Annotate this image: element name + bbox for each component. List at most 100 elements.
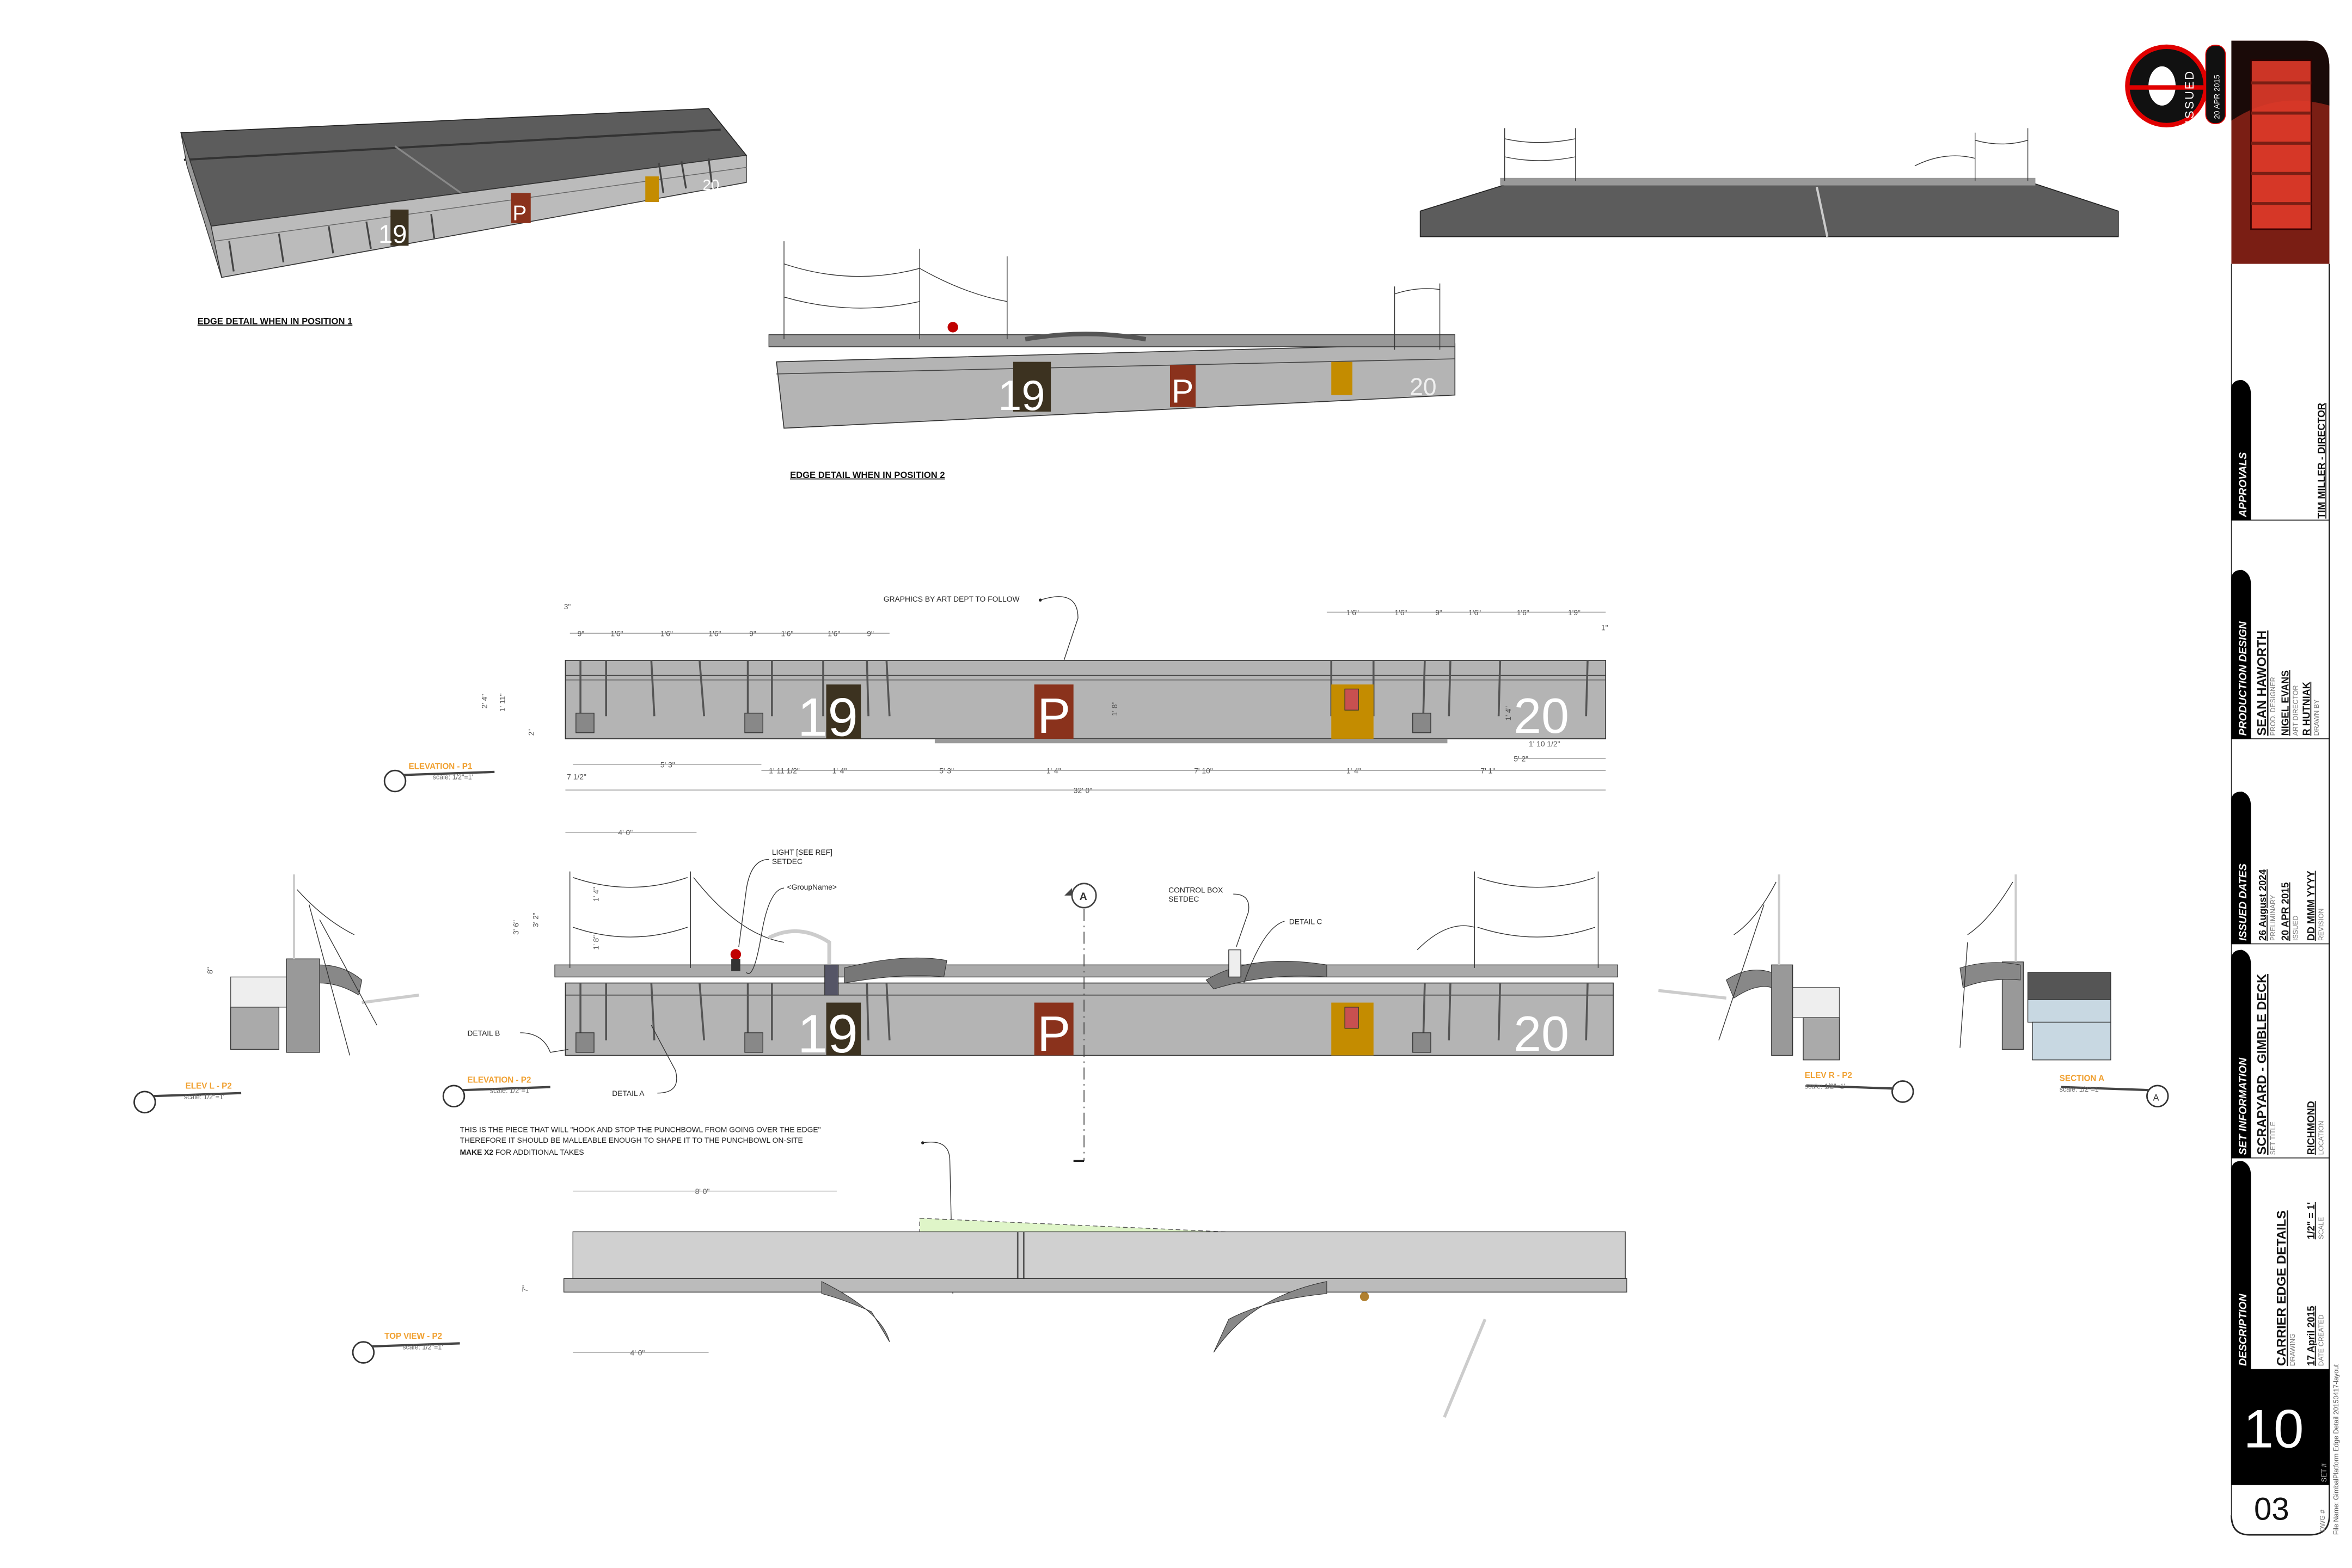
drawing-label: DRAWING [2289, 1333, 2296, 1366]
marker-19: 19 [998, 372, 1045, 419]
dim: 4' 0" [618, 828, 633, 837]
marker-19: 19 [798, 687, 858, 748]
designer-name: SEAN HAWORTH [2255, 630, 2269, 736]
view-scale: scale: 1/2"=1' [1805, 1082, 1845, 1090]
issued-stamp: ISSUED 20 APR 2015 [2125, 44, 2226, 127]
view-label: ELEVATION - P2 [467, 1075, 531, 1085]
dim: 7' 10" [1194, 767, 1213, 775]
dim: 1' 4" [832, 767, 847, 775]
section-a-marker[interactable]: A [1064, 883, 1097, 1162]
location-label: LOCATION [2317, 1120, 2325, 1155]
drawn-by-role: DRAWN BY [2313, 699, 2320, 736]
dim: 1'6" [1468, 608, 1481, 617]
marker-p: P [513, 201, 527, 225]
elevation-p1: GRAPHICS BY ART DEPT TO FOLLOW 19 P 20 9… [383, 595, 1608, 795]
art-director-name: NIGEL EVANS [2280, 670, 2291, 736]
punchbowl-note: THIS IS THE PIECE THAT WILL "HOOK AND ST… [460, 1125, 953, 1294]
dim: 3' 6" [512, 920, 520, 935]
production-logo [2231, 40, 2330, 264]
section-marker-letter: A [1080, 891, 1087, 903]
tab-issued-dates: ISSUED DATES [2237, 863, 2249, 941]
tab-set-information: SET INFORMATION [2237, 1057, 2249, 1155]
note-bold: MAKE X2 [460, 1148, 494, 1156]
location: RICHMOND [2306, 1101, 2317, 1155]
dim: 9" [749, 629, 756, 638]
warning-light-icon [1344, 1007, 1359, 1029]
note-line: THEREFORE IT SHOULD BE MALLEABLE ENOUGH … [460, 1136, 803, 1144]
elev-l-p2: 8" ELEV L - P2 scale: 1/2"=1' [133, 874, 420, 1114]
dim: 7' 1" [1480, 767, 1495, 775]
latch-icon [575, 1032, 595, 1053]
annotation-detail-c: DETAIL C [1289, 917, 1322, 926]
dim: 1'6" [660, 629, 673, 638]
dim: 5' 3" [939, 767, 954, 775]
annotation-group: <GroupName> [787, 883, 837, 891]
iso1-title: EDGE DETAIL WHEN IN POSITION 1 [198, 316, 353, 326]
dwg-number: 03 [2254, 1491, 2289, 1527]
marker-p: P [1037, 1006, 1070, 1062]
dim: 1' 4" [591, 887, 600, 902]
lamp-icon [824, 964, 839, 996]
top-view-p2: 8' 0" 4' 0" 7" TOP VIEW - P2 scale: 1/2"… [352, 1187, 1627, 1418]
section-marker-letter: A [2153, 1093, 2159, 1103]
date-created-label: DATE CREATED [2317, 1315, 2325, 1366]
dim: 4' 0" [630, 1349, 645, 1357]
iso-side-view [1419, 128, 2119, 237]
dim: 1" [1601, 623, 1608, 632]
preliminary-date: 26 August 2024 [2257, 869, 2268, 941]
marker-19: 19 [798, 1004, 858, 1064]
drawn-by-name: R HUTNIAK [2301, 682, 2312, 736]
dim: 9" [867, 629, 874, 638]
dim: 1'6" [1395, 608, 1407, 617]
dim: 1'6" [709, 629, 721, 638]
set-title-label: SET TITLE [2269, 1122, 2277, 1155]
dim: 1'6" [611, 629, 623, 638]
drawing-scale-label: SCALE [2317, 1217, 2325, 1239]
latch-icon [1412, 1032, 1431, 1053]
elevation-p2: 19 P 20 4' 0" 3' 6" 3' 2" 1' 4" 1' 8" LI… [442, 828, 1619, 1162]
art-director-role: ART DIRECTOR [2292, 685, 2299, 736]
dim: 1' 4" [1504, 706, 1512, 721]
marker-20: 20 [1410, 374, 1436, 401]
drawing-title: CARRIER EDGE DETAILS [2274, 1210, 2288, 1366]
view-scale: scale: 1/2"=1' [2060, 1086, 2100, 1093]
marker-20: 20 [1514, 688, 1569, 744]
dim: 9" [578, 629, 585, 638]
marker-19: 19 [378, 219, 407, 248]
dim: 1' 11" [498, 694, 507, 712]
set-number-label: SET # [2320, 1463, 2328, 1482]
dim: 1' 10 1/2" [1529, 739, 1560, 748]
note-line: THIS IS THE PIECE THAT WILL "HOOK AND ST… [460, 1125, 821, 1134]
dim: 1'9" [1568, 608, 1581, 617]
dim: 1' 8" [591, 935, 600, 950]
dim: 9" [1435, 608, 1442, 617]
latch-icon [1412, 713, 1431, 733]
file-name: File Name: GimbalPlatform Edge Detail 20… [2332, 1364, 2340, 1535]
dim: 3" [564, 602, 571, 611]
iso-view-position-2: 19 P 20 EDGE DETAIL WHEN IN POSITION 2 [768, 241, 1456, 480]
annotation-control-box: CONTROL BOX [1168, 885, 1223, 894]
dim: 5' 2" [1514, 754, 1528, 763]
hooks [228, 158, 713, 272]
annotation-detail-a: DETAIL A [612, 1089, 645, 1098]
annotation-control-box-setdec: SETDEC [1168, 895, 1199, 903]
control-box-icon [1228, 949, 1241, 978]
iso2-title: EDGE DETAIL WHEN IN POSITION 2 [790, 470, 945, 480]
view-label: SECTION A [2060, 1074, 2104, 1083]
dim: 8' 0" [695, 1187, 710, 1196]
dim: 7 1/2" [567, 773, 586, 781]
dim: 1'6" [781, 629, 793, 638]
view-scale: scale: 1/2"=1' [402, 1343, 443, 1351]
dim: 7" [520, 1285, 529, 1293]
red-light-icon [730, 949, 742, 960]
marker-p: P [1037, 688, 1070, 744]
dim: 1' 8" [1110, 702, 1119, 716]
iso-view-position-1: 19 P 20 EDGE DETAIL WHEN IN POSITION 1 [180, 108, 748, 326]
dim: 5' 3" [660, 761, 675, 769]
dim: 1'6" [1517, 608, 1529, 617]
svg-text:MAKE X2 FOR ADDITIONAL TAKES: MAKE X2 FOR ADDITIONAL TAKES [460, 1148, 584, 1156]
annotation-detail-b: DETAIL B [467, 1028, 500, 1037]
revision-date: DD MMM YYYY [2306, 871, 2317, 941]
dim: 1'6" [1346, 608, 1359, 617]
stamp-issued-text: ISSUED [2183, 70, 2196, 124]
